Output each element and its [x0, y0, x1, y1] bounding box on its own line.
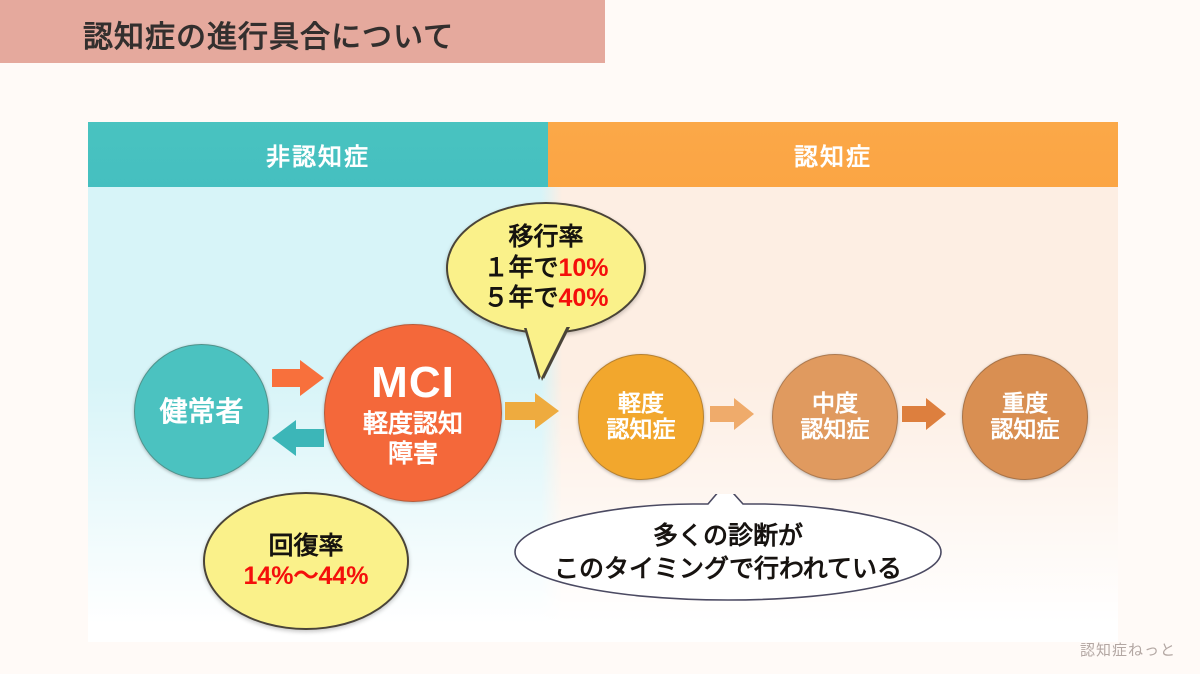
callout-transition-title: 移行率	[508, 223, 584, 252]
callout-transition-year5-value: 40%	[558, 284, 609, 313]
callout-diagnosis-text: 多くの診断が このタイミングで行われている	[503, 520, 953, 586]
node-normal-label: 健常者	[159, 395, 244, 427]
arrow-mild-to-moderate-icon	[708, 396, 756, 437]
arrow-normal-to-mci-icon	[270, 358, 326, 403]
node-mild[interactable]: 軽度 認知症	[578, 354, 704, 480]
band-dementia-label: 認知症	[794, 144, 872, 171]
title-band	[0, 0, 605, 63]
node-mci-abbr: MCI	[371, 358, 455, 408]
callout-transition-year1-prefix: １年で	[483, 253, 559, 282]
callout-diagnosis-line2: このタイミングで行われている	[553, 555, 902, 583]
diagram-panel: 非認知症 認知症	[88, 122, 1118, 642]
node-mci[interactable]: MCI 軽度認知 障害	[324, 324, 502, 502]
node-moderate-line1: 中度	[812, 390, 858, 417]
node-normal[interactable]: 健常者	[134, 344, 269, 479]
arrow-mci-to-normal-icon	[270, 418, 326, 463]
callout-transition-tail-icon	[526, 326, 567, 378]
callout-recovery-title: 回復率	[268, 531, 344, 560]
node-mild-line1: 軽度	[618, 390, 664, 417]
callout-recovery-rate: 回復率 14%〜44%	[203, 492, 409, 630]
band-dementia: 認知症	[548, 122, 1118, 187]
callout-recovery-value: 14%〜44%	[243, 562, 369, 590]
node-severe[interactable]: 重度 認知症	[962, 354, 1088, 480]
page-title: 認知症の進行具合について	[83, 21, 455, 54]
arrow-moderate-to-severe-icon	[900, 396, 948, 437]
node-mci-line1: 軽度認知	[362, 409, 463, 438]
callout-transition-year5: ５年で40%	[483, 283, 608, 314]
band-non-dementia-label: 非認知症	[266, 144, 370, 171]
footer-credit: 認知症ねっと	[1079, 642, 1176, 659]
callout-diagnosis-line1: 多くの診断が	[652, 522, 803, 550]
node-mci-line2: 障害	[387, 439, 438, 468]
callout-transition-year1: １年で10%	[483, 253, 608, 284]
callout-transition-year5-prefix: ５年で	[483, 284, 559, 313]
callout-transition-year1-value: 10%	[558, 253, 609, 282]
arrow-mci-to-mild-icon	[503, 390, 561, 437]
node-severe-line2: 認知症	[990, 416, 1060, 442]
node-mild-line2: 認知症	[606, 416, 676, 442]
callout-diagnosis: 多くの診断が このタイミングで行われている	[503, 482, 953, 606]
callout-transition-rate: 移行率 １年で10% ５年で40%	[446, 202, 646, 378]
node-moderate[interactable]: 中度 認知症	[772, 354, 898, 480]
node-severe-line1: 重度	[1002, 390, 1048, 417]
band-non-dementia: 非認知症	[88, 122, 548, 187]
node-moderate-line2: 認知症	[800, 416, 870, 442]
